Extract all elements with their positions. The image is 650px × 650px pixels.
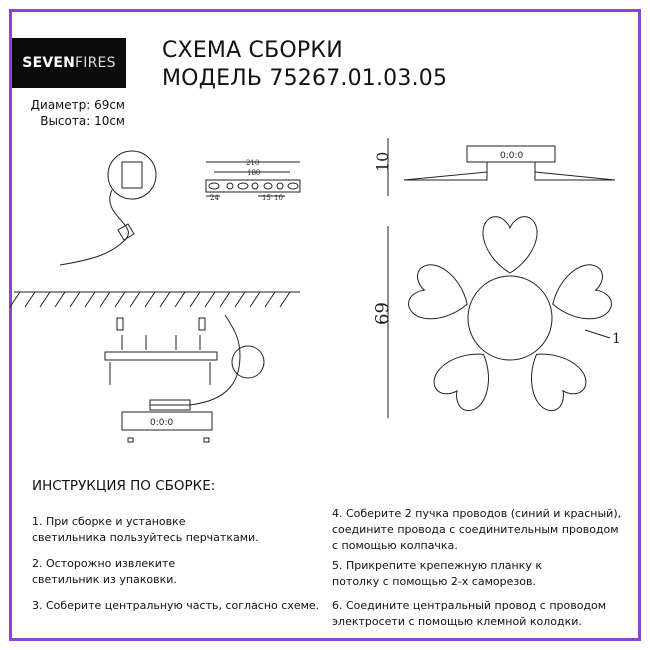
model-title: МОДЕЛЬ 75267.01.03.05 [162,66,448,91]
page-title: СХЕМА СБОРКИ [162,38,343,63]
height-dim-label: 10 [373,152,392,172]
step-line: потолку с помощью 2-х саморезов. [332,575,536,588]
step-line: 1. При сборке и установке [32,515,186,528]
svg-text:0:0:0: 0:0:0 [500,151,524,161]
step-line: 4. Соберите 2 пучка проводов (синий и кр… [332,507,622,520]
dim-edge: 24 [210,194,219,202]
step-line: 6. Соедините центральный провод с провод… [332,599,607,612]
spec-diameter: Диаметр: 69см [30,98,125,112]
logo-bold: SEVEN [22,55,76,71]
instruction-step-2: 2. Осторожно извлеките светильник из упа… [32,556,332,588]
step-line: светильник из упаковки. [32,573,177,586]
wire-connector-detail [59,150,157,266]
mounting-plate-drawing [205,161,301,197]
svg-text:0:0:0: 0:0:0 [150,418,174,428]
instruction-step-1: 1. При сборке и установке светильника по… [32,514,332,546]
diameter-dim-label: 69 [372,302,393,325]
step-line: с помощью колпачка. [332,539,458,552]
instructions-heading: ИНСТРУКЦИЯ ПО СБОРКЕ: [32,478,216,494]
spec-height: Высота: 10см [40,114,125,128]
ceiling-mount-drawing: 0:0:0 [9,291,300,443]
page-frame [9,9,641,641]
dim-gap2: 10 [274,194,283,202]
part-label: 1 [612,331,621,347]
side-view-drawing: 0:0:0 [387,138,616,196]
step-line: 5. Прикрепите крепежную планку к [332,559,542,572]
instruction-step-3: 3. Соберите центральную часть, согласно … [32,598,332,614]
step-line: 3. Соберите центральную часть, согласно … [32,599,320,612]
logo-light: FIRES [75,55,116,71]
dim-inner: 180 [247,169,260,177]
instruction-step-5: 5. Прикрепите крепежную планку к потолку… [332,558,632,590]
step-line: соедините провода с соединительным прово… [332,523,619,536]
instruction-step-6: 6. Соедините центральный провод с провод… [332,598,632,630]
step-line: светильника пользуйтесь перчатками. [32,531,259,544]
dim-gap1: 15 [262,194,271,202]
step-line: 2. Осторожно извлеките [32,557,176,570]
step-line: электросети с помощью клемной колодки. [332,615,582,628]
assembly-diagram: 210 180 24 15 10 0:0:0 0:0:0 [9,138,621,443]
dim-total: 210 [246,159,259,167]
instruction-step-4: 4. Соберите 2 пучка проводов (синий и кр… [332,506,632,554]
top-view-drawing [387,216,612,418]
